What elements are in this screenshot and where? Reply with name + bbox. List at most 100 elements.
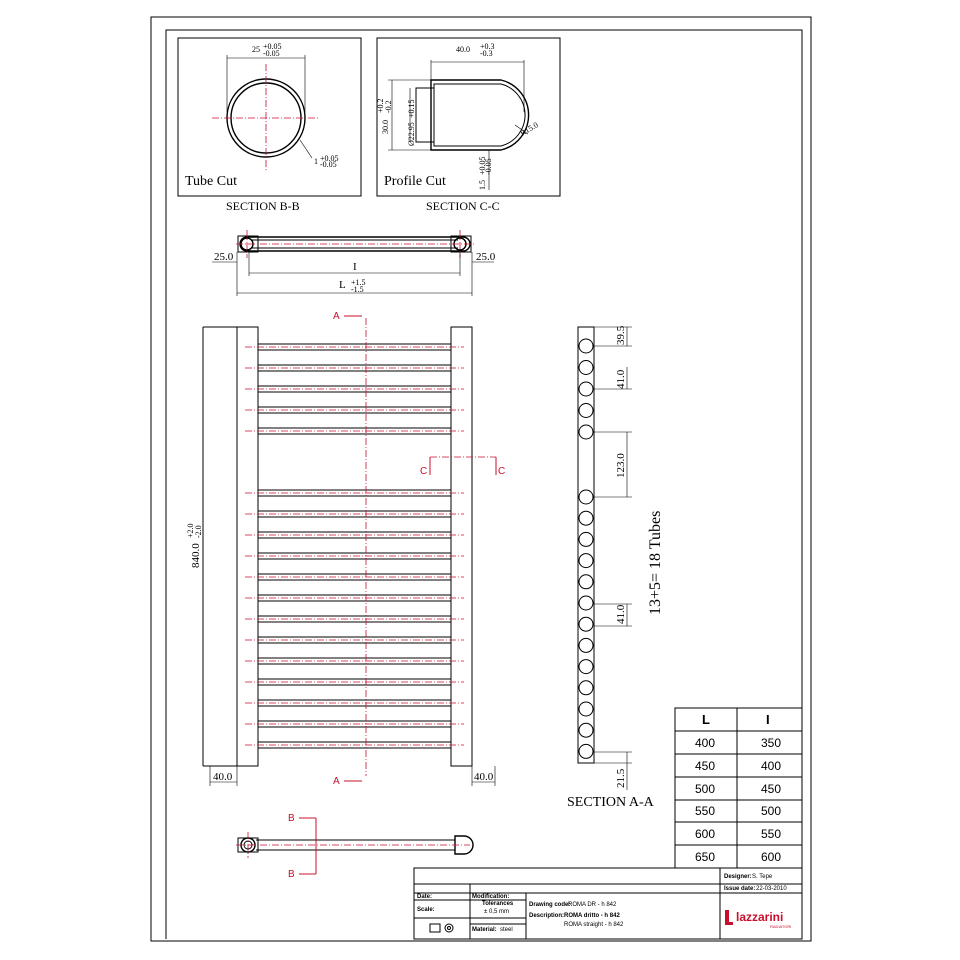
table-cell: 600	[761, 850, 781, 864]
inner-length-dim: I	[353, 261, 357, 273]
front-tube	[245, 657, 464, 665]
svg-text:+0.15: +0.15	[407, 99, 416, 118]
profile-radius-dim: R15.0	[519, 120, 540, 137]
description-2: ROMA straight - h 842	[564, 922, 624, 928]
tube-cut-label: Tube Cut	[185, 174, 237, 189]
section-tube-circle	[578, 381, 594, 397]
profile-height-dim: 30.0	[381, 120, 390, 134]
svg-text:+0.2: +0.2	[376, 98, 385, 113]
svg-text:Modification:: Modification:	[472, 894, 509, 900]
table-cell: 600	[695, 827, 715, 841]
section-tube-circle	[578, 489, 594, 505]
svg-text:-0.05: -0.05	[320, 160, 337, 169]
svg-text:+1.5: +1.5	[351, 278, 366, 287]
section-c-c-detail: 40.0 +0.3 -0.3 30.0 +0.2 -0.2 Ø22.95 +0.…	[376, 37, 561, 197]
tolerances-value: ± 0,5 mm	[484, 909, 509, 915]
section-tube-circle	[578, 510, 594, 526]
outer-frame	[150, 16, 812, 942]
table-cell: 350	[761, 736, 781, 750]
title-block: Designer: S. Tepe Issue date: 22-03-2010…	[413, 867, 803, 940]
svg-text:-0.05: -0.05	[263, 49, 280, 58]
section-b-b-label: SECTION B-B	[226, 199, 300, 213]
side-middle-gap-dim: 123.0	[615, 453, 627, 478]
table-header-l: L	[702, 712, 710, 727]
table-cell: 400	[695, 736, 715, 750]
profile-wall-dim: 1.5	[478, 180, 487, 190]
table-cell: 400	[761, 759, 781, 773]
svg-text:+2.0: +2.0	[186, 523, 195, 538]
designer-name: S. Tepe	[752, 874, 773, 880]
material-value: steel	[500, 927, 513, 933]
overall-length-dim: L	[339, 279, 346, 291]
svg-text:-2.0: -2.0	[194, 525, 203, 538]
front-tube	[245, 364, 464, 372]
front-view: A A C C 40.0 40.0 840.0 +2.0 -2.0	[186, 311, 505, 787]
section-c-marker-left: C	[420, 466, 427, 477]
section-tube-circle	[578, 595, 594, 611]
front-tube	[245, 573, 464, 581]
table-cell: 500	[761, 804, 781, 818]
profile-width-dim: 40.0	[456, 45, 470, 54]
svg-text:-0.2: -0.2	[384, 100, 393, 113]
svg-text:+0.05: +0.05	[478, 156, 487, 175]
section-tube-circle	[578, 553, 594, 569]
section-c-c-label: SECTION C-C	[426, 199, 500, 213]
section-tube-circle	[578, 680, 594, 696]
svg-text:Material:: Material:	[472, 927, 497, 933]
lazzarini-logo: lazzarini RADIATORI	[725, 910, 791, 929]
front-left-base-dim: 40.0	[213, 771, 233, 783]
tube-wall-dim: 1	[314, 157, 318, 166]
front-view-tubes	[245, 343, 464, 749]
front-tube	[245, 720, 464, 728]
projection-symbol	[429, 923, 454, 933]
bottom-view: B B	[236, 813, 474, 880]
section-tube-circle	[578, 743, 594, 759]
svg-text:lazzarini: lazzarini	[736, 910, 783, 924]
front-height-dim: 840.0	[190, 543, 202, 568]
front-right-base-dim: 40.0	[474, 771, 494, 783]
section-a-a-view: 39.5 41.0 123.0 41.0 21.5 13+5= 18 Tubes	[577, 325, 664, 790]
svg-text:Drawing code:: Drawing code:	[529, 902, 570, 908]
top-view: 25.0 25.0 I L +1.5 -1.5	[212, 230, 496, 296]
svg-text:Tolerances: Tolerances	[482, 901, 514, 907]
svg-text:+0.05: +0.05	[320, 154, 339, 163]
front-tube	[245, 594, 464, 602]
front-tube	[245, 636, 464, 644]
front-tube	[245, 406, 464, 414]
svg-text:Scale:: Scale:	[417, 907, 435, 913]
front-tube	[245, 510, 464, 518]
profile-hole-dim: Ø22.95	[407, 122, 416, 146]
section-b-marker-top: B	[288, 813, 295, 824]
side-pitch-top-dim: 41.0	[615, 369, 627, 389]
section-a-a-label: SECTION A-A	[567, 795, 655, 810]
drawing-code: ROMA DR - h 842	[568, 902, 617, 908]
section-tube-circle	[578, 338, 594, 354]
description: ROMA dritto - h 842	[564, 913, 620, 919]
table-header-i: I	[766, 712, 770, 727]
front-tube	[245, 385, 464, 393]
section-tube-circle	[578, 616, 594, 632]
section-c-marker-right: C	[498, 466, 505, 477]
section-tube-circle	[578, 531, 594, 547]
svg-text:Date:: Date:	[417, 894, 432, 900]
section-tube-circle	[578, 574, 594, 590]
front-tube	[245, 531, 464, 539]
inner-frame	[165, 29, 803, 939]
front-tube	[245, 678, 464, 686]
section-b-marker-bottom: B	[288, 869, 295, 880]
top-left-offset-dim: 25.0	[214, 251, 234, 263]
svg-text:RADIATORI: RADIATORI	[770, 924, 791, 929]
profile-cut-label: Profile Cut	[384, 174, 446, 189]
issue-date: 22-03-2010	[756, 886, 787, 892]
side-pitch-bottom-dim: 41.0	[615, 604, 627, 624]
svg-text:+0.05: +0.05	[263, 42, 282, 51]
svg-text:Designer:: Designer:	[724, 874, 752, 880]
size-table: L I 400 350 450 400 500 450 550 500 600 …	[674, 707, 803, 869]
section-tube-circle	[578, 659, 594, 675]
table-cell: 500	[695, 782, 715, 796]
svg-text:+0.3: +0.3	[480, 42, 495, 51]
svg-text:-0.05: -0.05	[484, 158, 493, 175]
front-tube	[245, 343, 464, 351]
front-tube	[245, 552, 464, 560]
tubes-count-note: 13+5= 18 Tubes	[647, 511, 664, 615]
